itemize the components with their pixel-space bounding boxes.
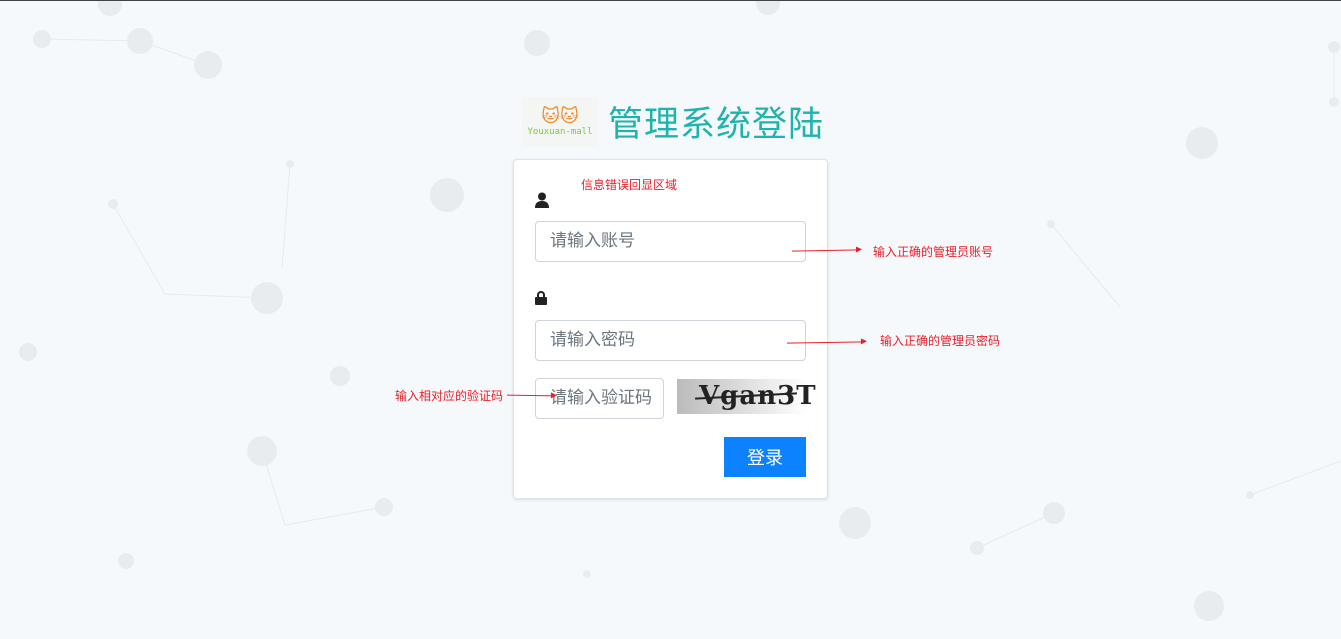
login-header: 🐱🐱 Youxuan-mall 管理系统登陆 (522, 96, 824, 147)
password-input[interactable]: 请输入密码 (535, 320, 806, 361)
cat-logo-icon: 🐱🐱 (541, 105, 579, 127)
logo: 🐱🐱 Youxuan-mall (522, 96, 598, 147)
login-button[interactable]: 登录 (724, 437, 806, 477)
page-title: 管理系统登陆 (608, 105, 825, 145)
logo-text: Youxuan-mall (527, 126, 593, 137)
username-input[interactable]: 请输入账号 (535, 221, 806, 262)
annotation-captcha: 输入相对应的验证码 (395, 389, 504, 403)
lock-icon (535, 291, 547, 309)
user-icon (535, 192, 549, 212)
captcha-image[interactable]: Vgan3T (677, 379, 816, 414)
annotation-password: 输入正确的管理员密码 (880, 334, 1001, 348)
annotation-username: 输入正确的管理员账号 (873, 245, 994, 259)
captcha-input[interactable]: 请输入验证码 (535, 378, 664, 419)
error-message-area: 信息错误回显区域 (581, 178, 678, 192)
login-form: 信息错误回显区域 请输入账号 请输入密码 请输入验证码 Vgan3T 登录 (513, 159, 828, 499)
